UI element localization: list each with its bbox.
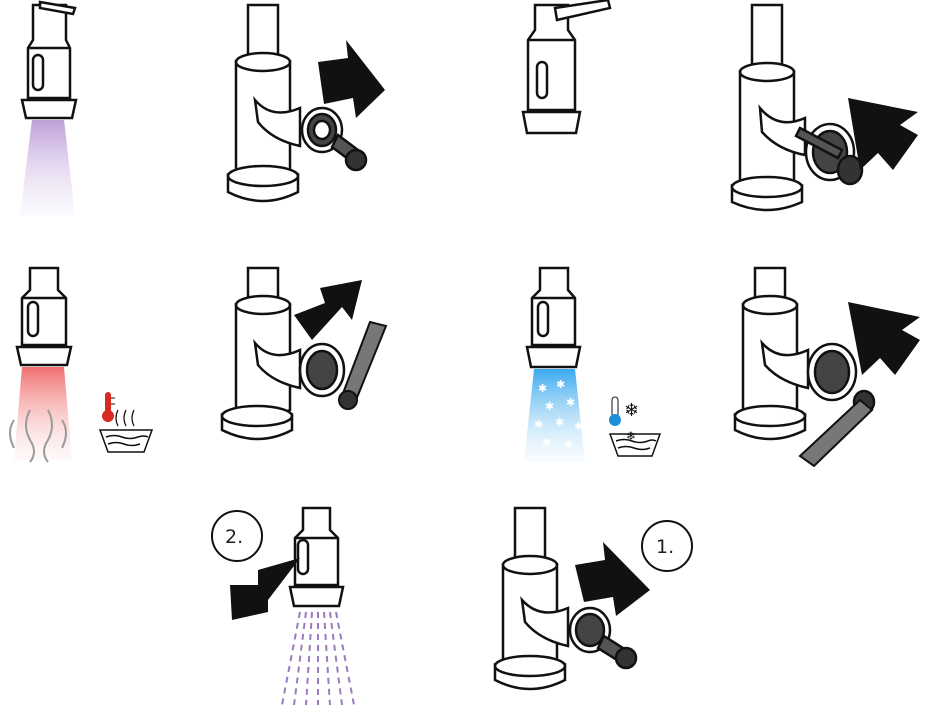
lever-icon xyxy=(800,400,872,466)
svg-text:✱: ✱ xyxy=(542,436,551,449)
faucet-icon xyxy=(22,2,76,118)
faucet-icon xyxy=(527,268,580,367)
faucet-icon xyxy=(735,268,808,439)
purple-spray xyxy=(20,120,75,215)
arrow-icon xyxy=(575,542,650,616)
svg-text:✱: ✱ xyxy=(534,418,543,431)
lever-front-panel xyxy=(735,268,920,466)
faucet-icon xyxy=(228,5,300,201)
hot-water-panel xyxy=(10,268,152,462)
cartridge-remove-panel xyxy=(228,5,385,201)
svg-text:✱: ✱ xyxy=(545,400,554,413)
snowflake-icon: ❄ xyxy=(624,400,639,421)
step-one-label: 1. xyxy=(656,536,674,558)
cartridge-icon xyxy=(796,124,862,184)
faucet-icon xyxy=(523,0,610,133)
faucet-icon xyxy=(732,5,805,210)
svg-text:✱: ✱ xyxy=(556,378,565,391)
faucet-icon xyxy=(222,268,300,439)
thermometer-icon xyxy=(102,392,115,422)
arrow-icon xyxy=(848,98,918,170)
lever-back-panel xyxy=(222,268,386,439)
bowl-icon xyxy=(100,430,152,452)
spout-purple-spray-panel xyxy=(20,2,76,215)
svg-text:✱: ✱ xyxy=(555,416,564,429)
svg-text:✱: ✱ xyxy=(566,396,575,409)
svg-text:❄: ❄ xyxy=(626,429,636,443)
faucet-icon xyxy=(17,268,71,365)
step-two-panel: 2. xyxy=(212,508,354,705)
faucet-icon xyxy=(495,508,568,689)
svg-text:✱: ✱ xyxy=(564,438,573,451)
faucet-icon xyxy=(290,508,343,606)
thermometer-icon xyxy=(609,397,621,426)
steam-icon xyxy=(116,410,134,426)
arrow-icon xyxy=(848,302,920,375)
bowl-icon: ❄ xyxy=(610,429,660,456)
cartridge-icon xyxy=(300,344,344,396)
cold-water-panel: ✱✱ ✱✱ ✱✱✱ ✱✱ ❄ ❄ xyxy=(524,268,660,462)
step-two-label: 2. xyxy=(225,526,243,548)
svg-text:✱: ✱ xyxy=(574,420,583,433)
purple-spray xyxy=(282,612,354,705)
spout-tilted-panel xyxy=(523,0,610,133)
cartridge-insert-panel xyxy=(732,5,918,210)
step-one-panel: 1. xyxy=(495,508,692,689)
arrow-icon xyxy=(318,40,385,118)
svg-text:✱: ✱ xyxy=(538,382,547,395)
arrow-icon xyxy=(294,280,362,340)
cartridge-icon xyxy=(570,608,636,668)
lever-icon xyxy=(342,322,386,400)
